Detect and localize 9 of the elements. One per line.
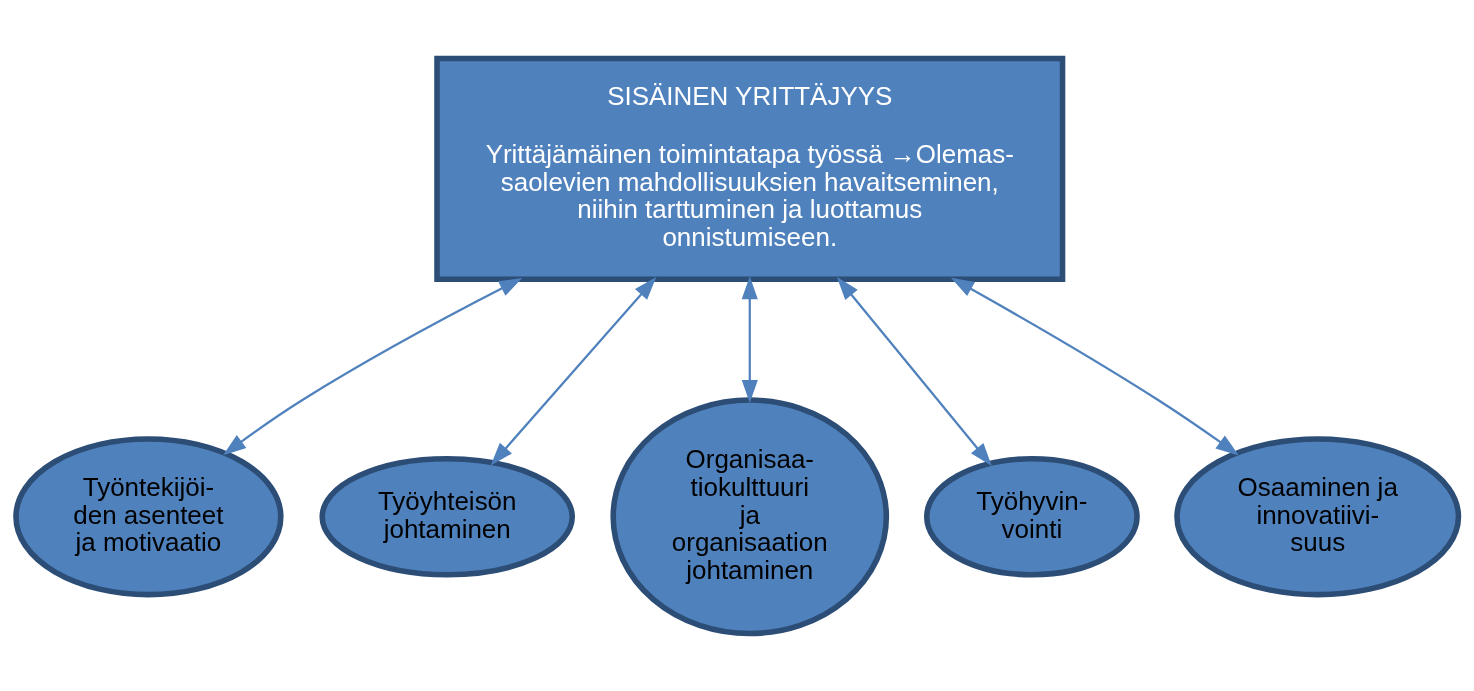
arrow <box>741 275 758 403</box>
arrow <box>223 277 523 455</box>
arrow <box>836 276 992 466</box>
node-box: SISÄINEN YRITTÄJYYS Yrittäjämäinen toimintatapa työssä →Olemas- saolevien mahdollisuuksien havaitseminen, niihin tarttuminen ja luottamus onnistumiseen. <box>434 55 1066 282</box>
arrow <box>490 276 657 465</box>
node-ellipse: Organisaa- tiokulttuuri ja organisaation johtaminen <box>610 396 890 636</box>
node-ellipse: Työhyvin- vointi <box>924 455 1140 578</box>
arrow <box>950 277 1239 455</box>
node-ellipse: Työyhteisön johtaminen <box>319 455 575 578</box>
